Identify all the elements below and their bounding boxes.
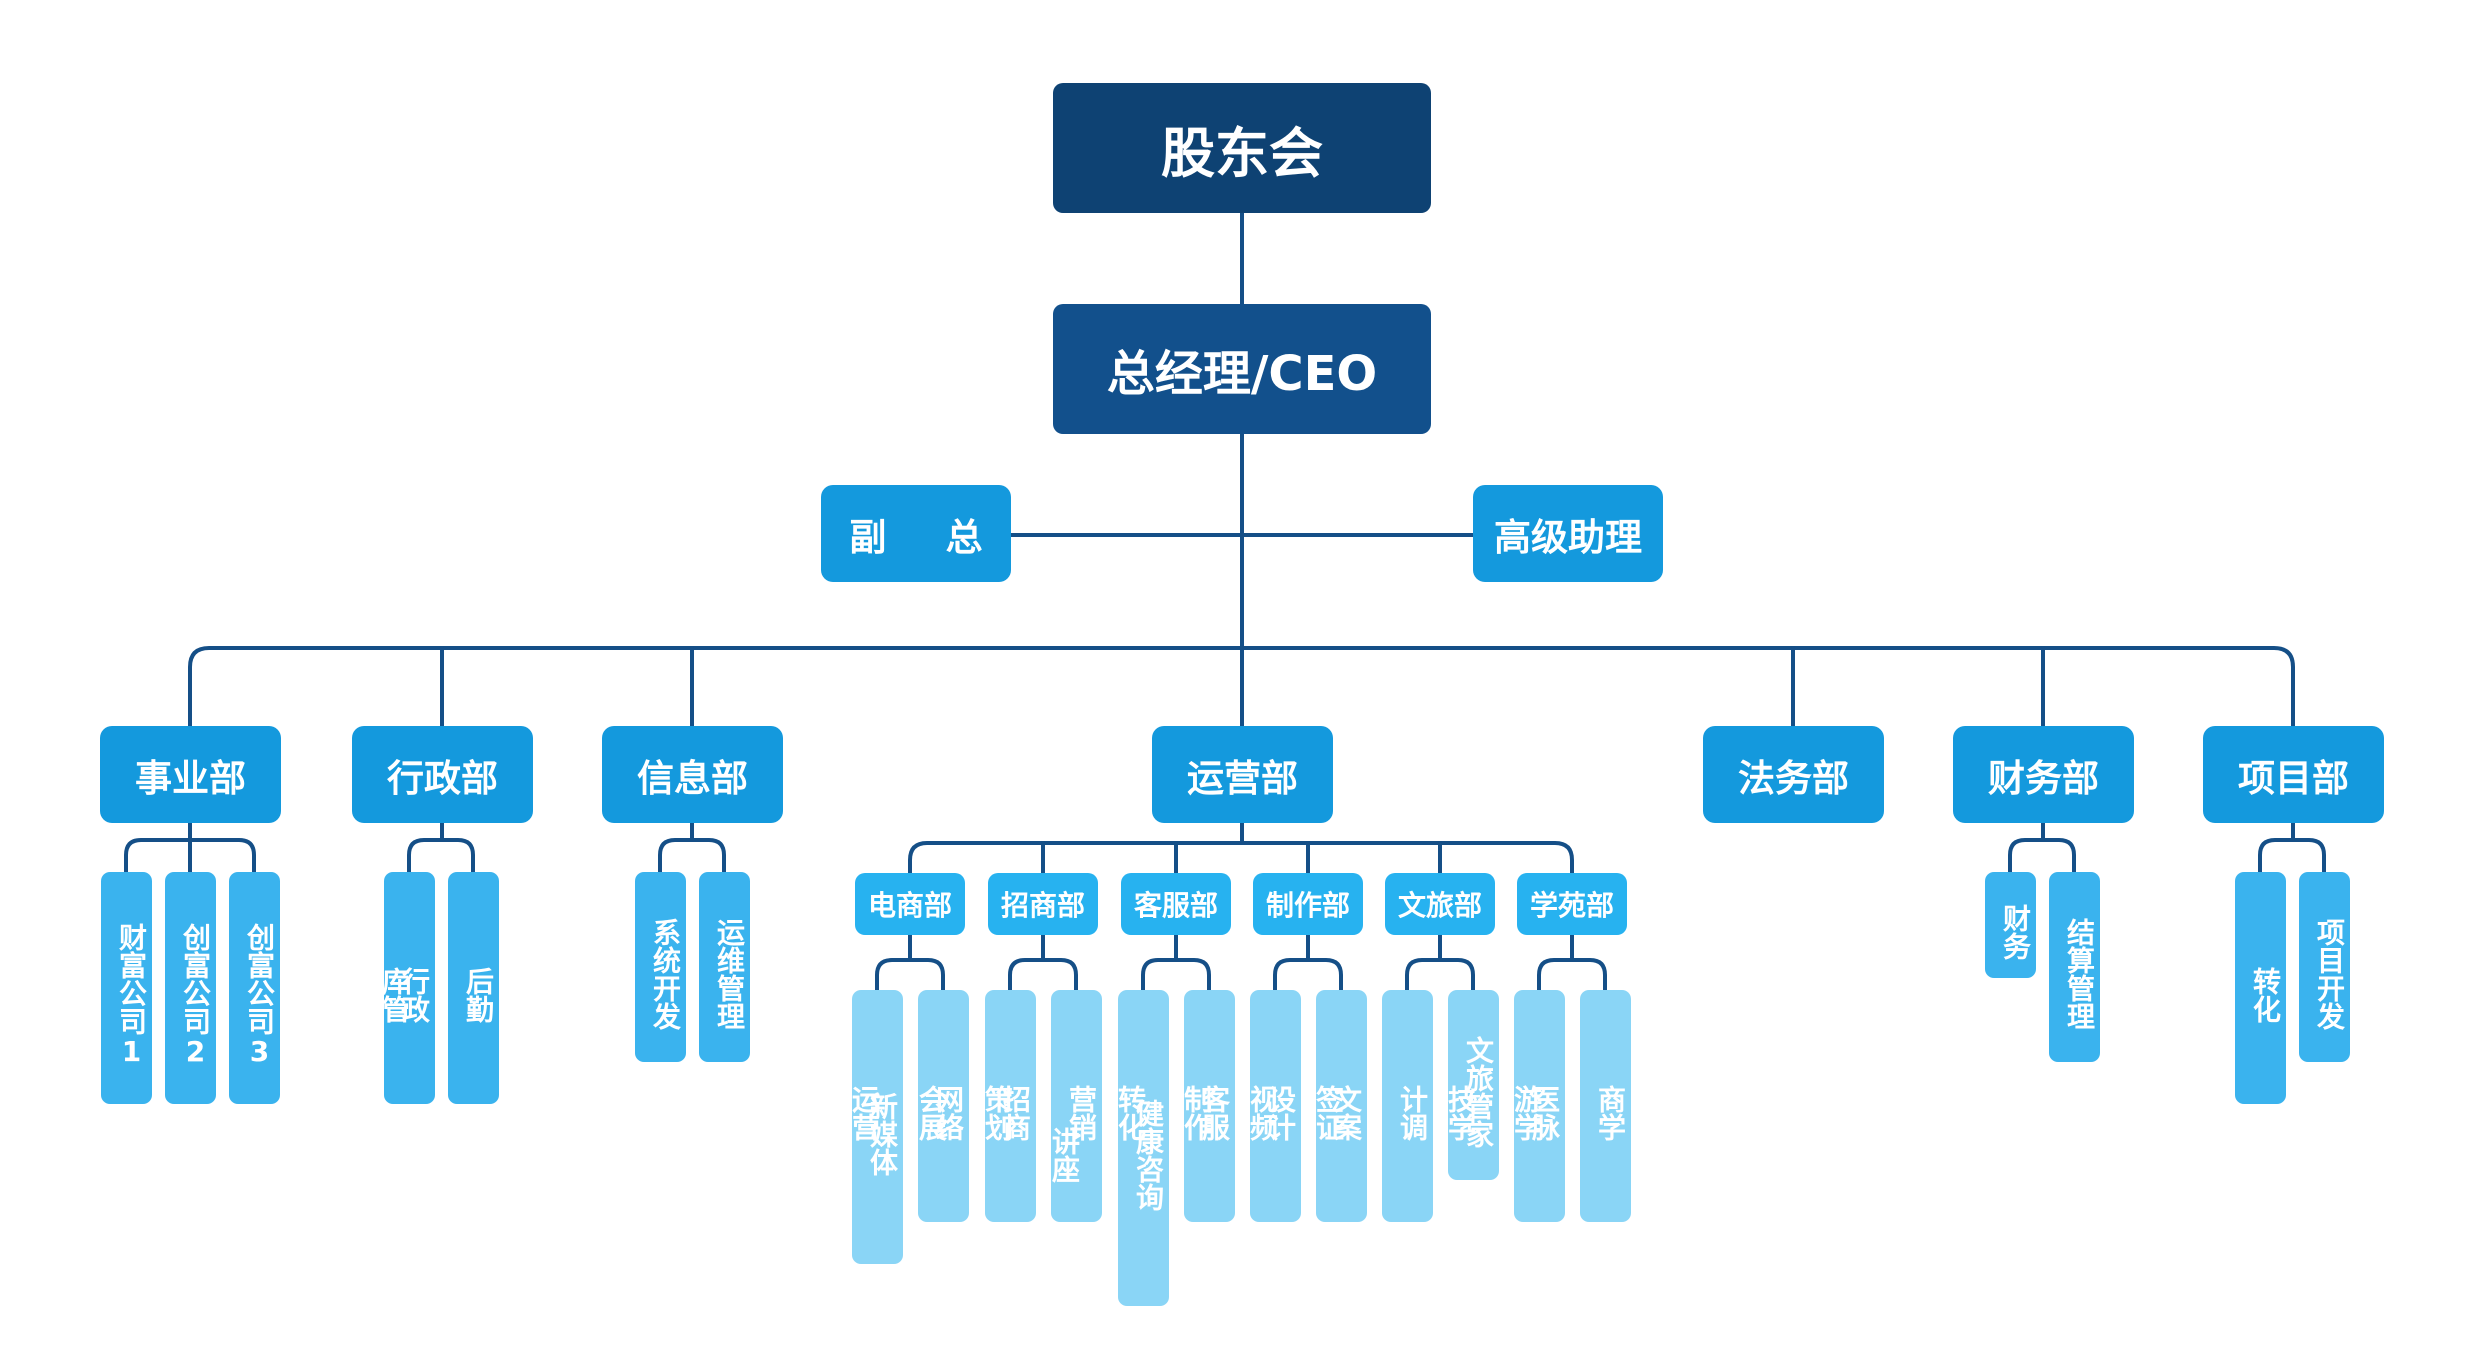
ops-leaf: 医脉 技学 <box>1444 990 1565 1222</box>
ops-leaf: 新媒体 电商 <box>782 990 903 1264</box>
ops-leaf: 招商 会展 <box>915 990 1036 1222</box>
vice-president-node: 副总 <box>821 485 1011 582</box>
unit-leaf: 项目开发 <box>2299 872 2350 1062</box>
unit-leaf: 后勤 库管 <box>378 872 499 1104</box>
ops-leaf: 计调 签证 <box>1312 990 1433 1222</box>
ops-sub-node: 学苑部 <box>1517 873 1627 935</box>
unit-leaf: 系统开发 <box>635 872 686 1062</box>
ops-leaf: 营销 策划 <box>981 990 1102 1222</box>
dept-business-node: 事业部 <box>100 726 281 823</box>
ops-sub-node: 电商部 <box>855 873 965 935</box>
ops-sub-node: 客服部 <box>1121 873 1231 935</box>
shareholders-node: 股东会 <box>1053 83 1431 213</box>
ops-leaf: 网络 运营 <box>848 990 969 1222</box>
ops-leaf: 文旅管家 <box>1448 990 1499 1180</box>
dept-project-node: 项目部 <box>2203 726 2384 823</box>
ops-sub-node: 招商部 <box>988 873 1098 935</box>
unit-leaf: 转化 培训 <box>2165 872 2286 1104</box>
dept-legal-node: 法务部 <box>1703 726 1884 823</box>
ops-leaf: 客服 转化 <box>1114 990 1235 1222</box>
ops-leaf: 文案 视频 <box>1246 990 1367 1222</box>
unit-leaf: 结算管理 <box>2049 872 2100 1062</box>
unit-leaf: 运维管理 <box>699 872 750 1062</box>
dept-finance-node: 财务部 <box>1953 726 2134 823</box>
unit-leaf: 创富公司3 <box>229 872 280 1104</box>
senior-assistant-node: 高级助理 <box>1473 485 1663 582</box>
dept-admin-node: 行政部 <box>352 726 533 823</box>
ops-sub-node: 文旅部 <box>1385 873 1495 935</box>
unit-leaf: 行政 人资 <box>314 872 435 1104</box>
unit-leaf: 财务 <box>1985 872 2036 978</box>
ops-leaf: 设计 制作 <box>1180 990 1301 1222</box>
ops-leaf: 商学 游学 <box>1510 990 1631 1222</box>
unit-leaf: 创富公司2 <box>165 872 216 1104</box>
unit-leaf: 财富公司1 <box>101 872 152 1104</box>
dept-operations-node: 运营部 <box>1152 726 1333 823</box>
ceo-node: 总经理/CEO <box>1053 304 1431 434</box>
ops-leaf: 健康咨询 讲座 <box>1048 990 1169 1306</box>
dept-info-node: 信息部 <box>602 726 783 823</box>
ops-sub-node: 制作部 <box>1253 873 1363 935</box>
